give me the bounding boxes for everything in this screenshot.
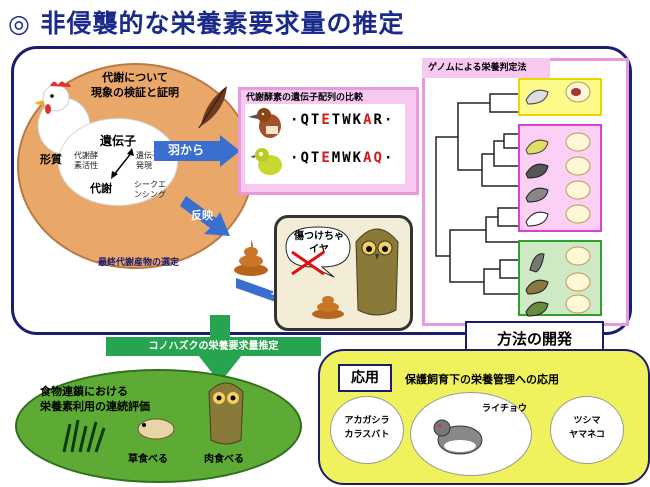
species-icons [525, 81, 591, 317]
species-row-6 [529, 246, 591, 273]
residue-w: W [342, 112, 353, 128]
final-metabolite-label: 最終代謝産物の選定 [98, 258, 180, 268]
konoha-label: コノハズクの栄養要求量推定 [106, 337, 321, 356]
residue-e: E [321, 112, 332, 128]
species-row-1 [525, 81, 591, 105]
residue-q: Q [300, 150, 311, 166]
gene-label: 遺伝子 [100, 134, 137, 148]
feather-arrow-label: 羽から [168, 143, 205, 157]
herbivore-label: 草食べる [128, 454, 168, 465]
residue-w: W [342, 150, 353, 166]
wildcat-label: ツシマ ヤマネコ [569, 416, 605, 440]
residue-m: M [331, 150, 343, 166]
mouse-icon [137, 418, 175, 440]
woodpecker-icon [248, 108, 281, 138]
metabolism-label: 代謝 [90, 182, 112, 195]
species-row-2 [525, 132, 591, 155]
pigeon-label: アカガシラ カラスバト [344, 416, 390, 440]
owl-icon [355, 228, 399, 316]
owl-small-icon [208, 382, 244, 445]
residue-t: T [310, 150, 322, 166]
species-row-4 [525, 180, 591, 203]
food-chain-heading: 食物連鎖における 栄養素利用の連続評価 [40, 385, 150, 413]
pigeon-circle [330, 396, 404, 464]
sequence-row-2: ·QTEMWKAQ· [290, 150, 395, 166]
residue-a: A [363, 112, 374, 128]
owl-speech-text: 傷つけちゃ イヤ [294, 231, 344, 255]
application-label: 応用 [338, 364, 392, 392]
feather-icon [198, 86, 227, 129]
gene-expression-label: 遺伝子 発現 [136, 151, 160, 170]
droppings-icon [234, 240, 268, 276]
white-eye-icon [250, 148, 282, 175]
egg-heading: 代謝について 現象の検証と証明 [91, 71, 179, 99]
syringe-icon [291, 250, 325, 276]
residue-q: Q [373, 150, 384, 166]
phenotype-label: 形質 [40, 153, 62, 166]
species-row-8 [525, 294, 591, 317]
residue-r: R [373, 112, 384, 128]
gene-metabolism-cycle [58, 118, 178, 206]
residue-e: E [321, 150, 332, 166]
residue-k: K [352, 112, 364, 128]
grass-icon [62, 419, 106, 453]
carnivore-label: 肉食べる [204, 454, 244, 465]
residue-t: T [331, 112, 343, 128]
application-heading: 保護飼育下の栄養管理への応用 [405, 373, 559, 386]
enzyme-activity-label: 代謝酵 素活性 [74, 151, 98, 170]
species-row-3 [525, 156, 591, 179]
species-row-7 [525, 272, 591, 295]
feather-arrow [154, 135, 240, 167]
residue-k: K [352, 150, 364, 166]
sequence-row-1: ·QTETWKAR· [290, 112, 395, 128]
cycle-arrow-icon [111, 148, 134, 179]
residue-q: Q [300, 112, 311, 128]
droppings-icon-2 [312, 296, 344, 319]
ptarmigan-label: ライチョウ [482, 404, 528, 414]
ptarmigan-icon [433, 419, 483, 455]
enzyme-compare-heading: 代謝酵素の遺伝子配列の比較 [246, 93, 364, 103]
reflect-arrow [180, 196, 230, 236]
sequencing-label: シークエ ンシング [134, 180, 166, 199]
speech-bubble [285, 226, 351, 278]
phylogenetic-tree [435, 93, 518, 295]
residue-t: T [310, 112, 322, 128]
wildcat-circle [550, 396, 624, 464]
page-title: ◎ 非侵襲的な栄養素要求量の推定 [8, 9, 405, 38]
residue-a: A [363, 150, 374, 166]
reflect-arrow-label: 反映 [191, 209, 213, 222]
genome-heading: ゲノムによる栄養判定法 [422, 58, 550, 78]
species-row-5 [525, 204, 591, 227]
